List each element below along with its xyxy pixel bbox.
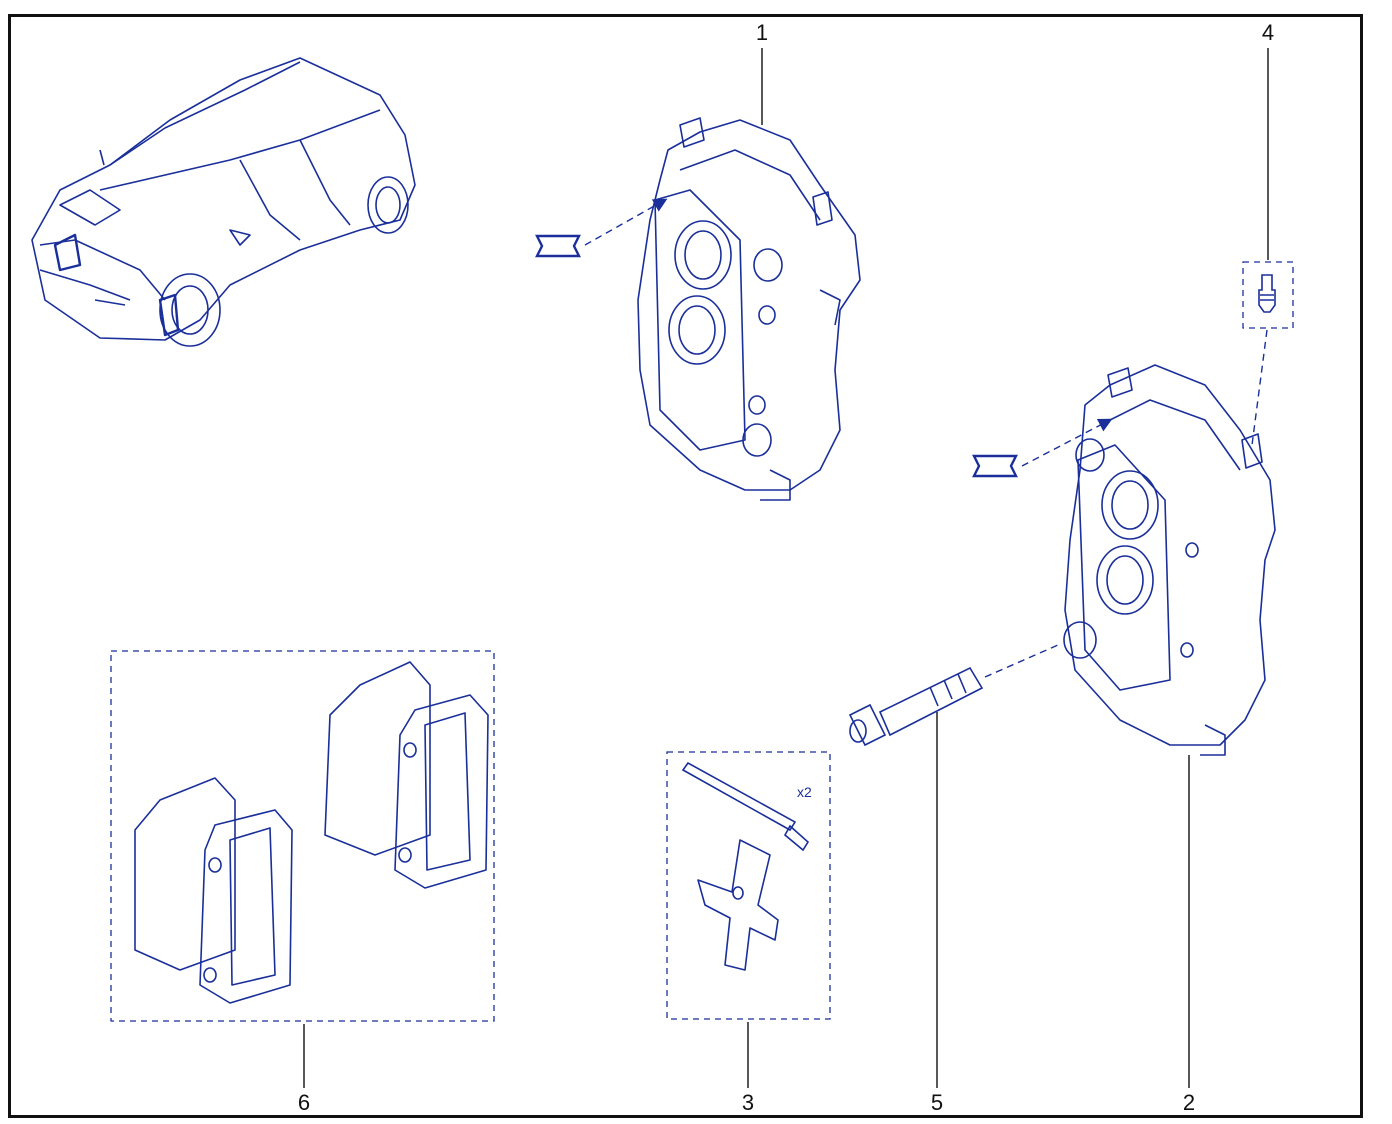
callout-3: 3 bbox=[741, 1090, 755, 1115]
caliper-icon bbox=[637, 117, 861, 501]
callout-1: 1 bbox=[755, 20, 769, 45]
callout-5: 5 bbox=[930, 1090, 944, 1115]
brake-pad-icon bbox=[324, 661, 489, 889]
callout-6: 6 bbox=[297, 1090, 311, 1115]
diagram-frame bbox=[8, 14, 1363, 1118]
seal-kit-icon bbox=[972, 454, 1018, 478]
brake-pad-icon bbox=[134, 777, 293, 1004]
spring-clip-icon bbox=[697, 839, 779, 971]
bleed-screw-icon bbox=[1242, 261, 1294, 329]
bolt-icon bbox=[848, 666, 984, 747]
pin-icon bbox=[681, 761, 810, 852]
leader-lines bbox=[303, 48, 1269, 1088]
callout-4: 4 bbox=[1261, 20, 1275, 45]
car-icon bbox=[31, 57, 416, 347]
callout-2: 2 bbox=[1182, 1090, 1196, 1115]
seal-kit-icon bbox=[535, 234, 581, 258]
caliper-icon bbox=[1063, 364, 1276, 756]
quantity-label: x2 bbox=[797, 784, 812, 800]
